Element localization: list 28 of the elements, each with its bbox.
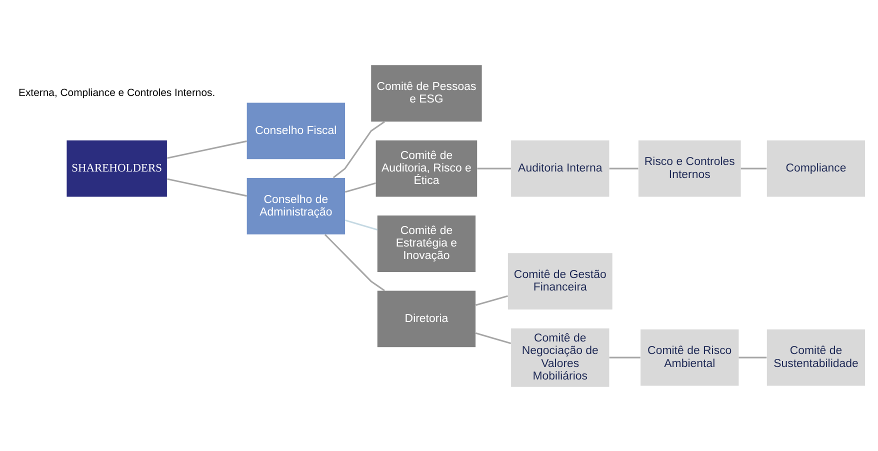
label: Externa, Compliance e Controles Internos. (18, 87, 216, 98)
node-box: Comitê de Estratégia e Inovação (377, 215, 476, 272)
connector (324, 234, 385, 291)
node-box: Diretoria (377, 290, 476, 347)
connector (344, 219, 378, 230)
connector (332, 120, 385, 178)
node-box: Auditoria Interna (511, 140, 610, 196)
node-box: Conselho Fiscal (246, 102, 346, 159)
node-box: Comitê de Negociação de Valores Mobiliários (511, 328, 610, 386)
node-box: Comitê de Risco Ambiental (640, 328, 739, 386)
connector (167, 178, 247, 196)
connector (740, 167, 767, 169)
node-box: SHAREHOLDERS (66, 140, 167, 196)
connector (738, 356, 767, 358)
node-box: Comitê de Gestão Financeira (508, 252, 612, 310)
node-box: Comitê de Sustentabilidade (766, 328, 866, 386)
connector (476, 332, 512, 344)
connector (344, 182, 376, 192)
connector (167, 140, 247, 158)
node-box: Compliance (766, 140, 866, 196)
connector (476, 294, 508, 306)
node-box: Comitê de Auditoria, Risco e Ética (376, 140, 478, 196)
node-box: Comitê de Pessoas e ESG (371, 64, 482, 122)
connector (609, 167, 638, 169)
node-box: Risco e Controles Internos (638, 140, 741, 196)
node-box: Conselho de Administração (246, 177, 346, 234)
connector (477, 167, 512, 169)
connector (609, 356, 640, 358)
